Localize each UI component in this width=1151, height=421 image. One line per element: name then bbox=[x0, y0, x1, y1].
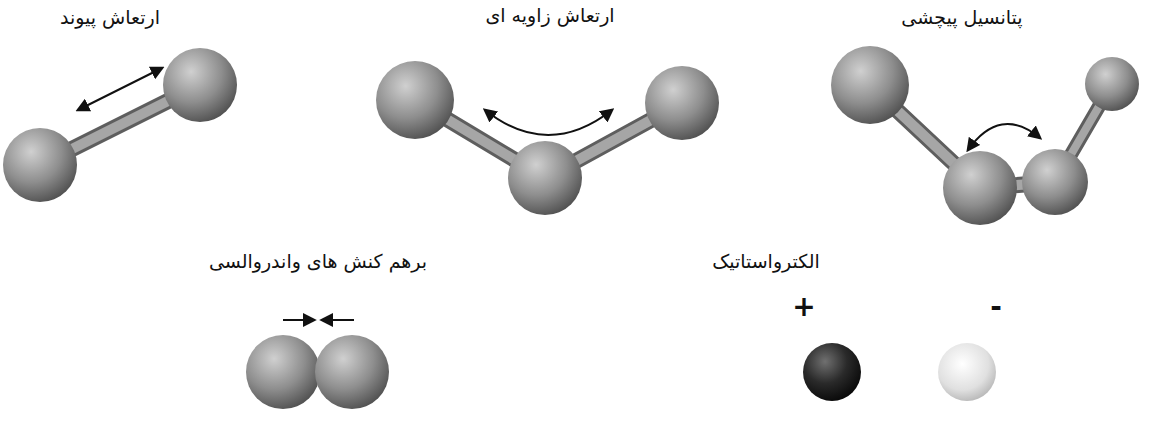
caption-label: الکترواستاتیک bbox=[712, 250, 820, 273]
caption-label: پتانسیل پیچشی bbox=[901, 6, 1022, 29]
motion-arrows bbox=[78, 68, 1040, 320]
caption-label: ارتعاش زاویه ای bbox=[485, 4, 614, 27]
caption-label: ارتعاش پیوند bbox=[60, 6, 160, 29]
caption-label: برهم کنش های واندروالسی bbox=[209, 250, 427, 273]
atoms bbox=[3, 46, 1139, 409]
charge-sign: - bbox=[990, 290, 1002, 324]
charge-sign: + bbox=[792, 290, 815, 324]
